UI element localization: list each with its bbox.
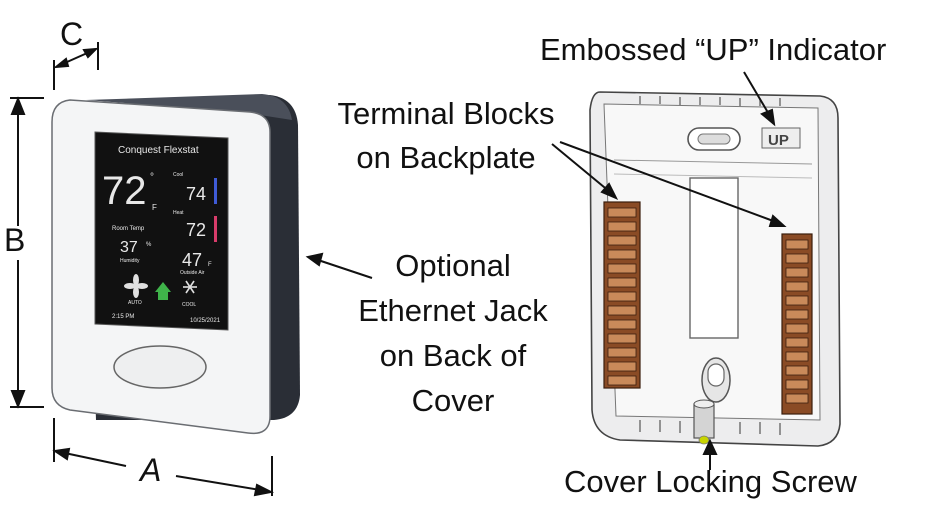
terminal-block-right — [781, 233, 813, 415]
terminal-label-line1: Terminal Blocks — [337, 96, 555, 131]
locking-screw — [693, 403, 715, 439]
screen-temp-value: 72 — [102, 169, 147, 213]
up-mark: UP — [768, 132, 789, 149]
ethernet-label-line3: on Back of — [379, 338, 527, 373]
backplate: UP — [589, 91, 841, 447]
screen-outside-value: 47 — [182, 250, 202, 270]
screw-tip — [698, 435, 710, 445]
snowflake-icon — [183, 280, 197, 294]
screen-heat-label: Heat — [173, 210, 184, 216]
dimension-a-label: A — [140, 452, 162, 488]
screen-humidity-value: 37 — [120, 239, 138, 256]
house-icon — [155, 282, 171, 300]
terminal-arrows — [551, 141, 787, 227]
locking-screw-arrow — [702, 438, 718, 470]
terminal-block-left — [603, 201, 641, 389]
screen-mode-label: COOL — [182, 302, 196, 308]
screen-outside-label: Outside Air — [180, 270, 205, 276]
screen-date: 10/25/2021 — [190, 318, 221, 324]
ethernet-arrow — [305, 252, 373, 279]
thermostat-screen: Conquest Flexstat 72 F ° Room Temp 37 % … — [102, 145, 221, 324]
screen-temp-unit: F — [152, 203, 157, 212]
locking-screw-label: Cover Locking Screw — [564, 464, 857, 499]
heat-bar — [214, 216, 217, 242]
fan-icon — [124, 274, 148, 298]
screen-temp-label: Room Temp — [112, 226, 145, 232]
dimension-c-marker — [52, 42, 99, 90]
dimension-a-marker — [52, 418, 275, 497]
ethernet-label-line1: Optional — [395, 248, 511, 283]
screen-brand: Conquest Flexstat — [118, 145, 199, 156]
terminal-label-line2: on Backplate — [356, 140, 536, 175]
screen-humidity-label: Humidity — [120, 258, 140, 264]
svg-text:°: ° — [150, 172, 154, 183]
dimension-b-marker — [10, 96, 44, 409]
thermostat-body — [51, 94, 300, 435]
screen-fan-label: AUTO — [128, 300, 142, 306]
screen-time: 2:15 PM — [112, 314, 134, 320]
up-indicator-arrow — [743, 71, 776, 127]
ethernet-label-line2: Ethernet Jack — [358, 293, 548, 328]
dimension-c-label: C — [60, 16, 84, 52]
screen-cool-value: 74 — [186, 184, 206, 204]
screen-cool-label: Cool — [173, 172, 183, 178]
dimension-b-label: B — [4, 222, 26, 258]
screen-humidity-unit: % — [146, 242, 152, 248]
screen-outside-unit: F — [208, 262, 212, 268]
thermostat-button — [113, 345, 207, 389]
ethernet-label-line4: Cover — [411, 383, 495, 418]
cool-bar — [214, 178, 217, 204]
screen-heat-value: 72 — [186, 220, 206, 240]
up-indicator-label: Embossed “UP” Indicator — [540, 32, 887, 67]
